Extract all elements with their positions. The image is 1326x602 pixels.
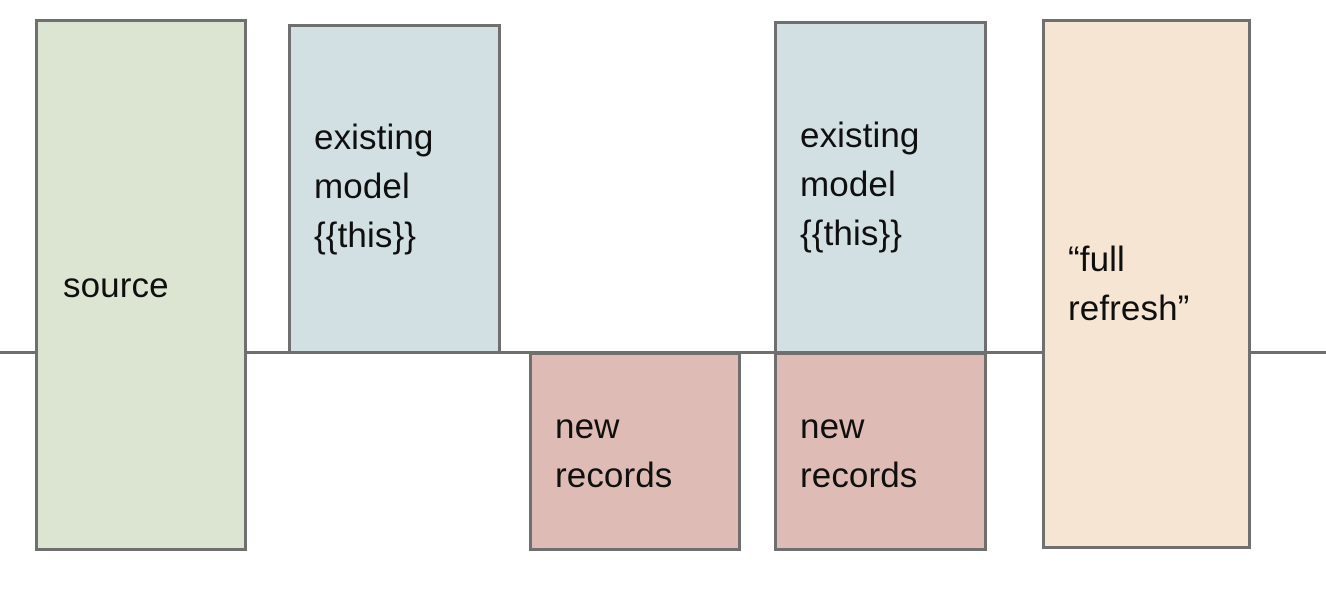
diagram-node-source-label: source [63,265,169,305]
diagram-node-new-records-2[interactable]: new records [774,352,987,551]
diagram-node-full-refresh[interactable]: “full refresh” [1042,19,1251,549]
diagram-node-existing-model-2-label: existing model {{this}} [800,116,920,253]
diagram-node-existing-model-1[interactable]: existing model {{this}} [288,24,501,354]
diagram-node-full-refresh-label: “full refresh” [1068,239,1190,328]
diagram-node-existing-model-1-label: existing model {{this}} [314,117,434,255]
diagram-node-new-records-1[interactable]: new records [529,352,741,551]
diagram-node-new-records-1-label: new records [555,406,673,495]
diagram-node-new-records-2-label: new records [800,406,918,495]
diagram-node-existing-model-2[interactable]: existing model {{this}} [774,21,987,354]
diagram-node-source[interactable]: source [35,19,247,551]
